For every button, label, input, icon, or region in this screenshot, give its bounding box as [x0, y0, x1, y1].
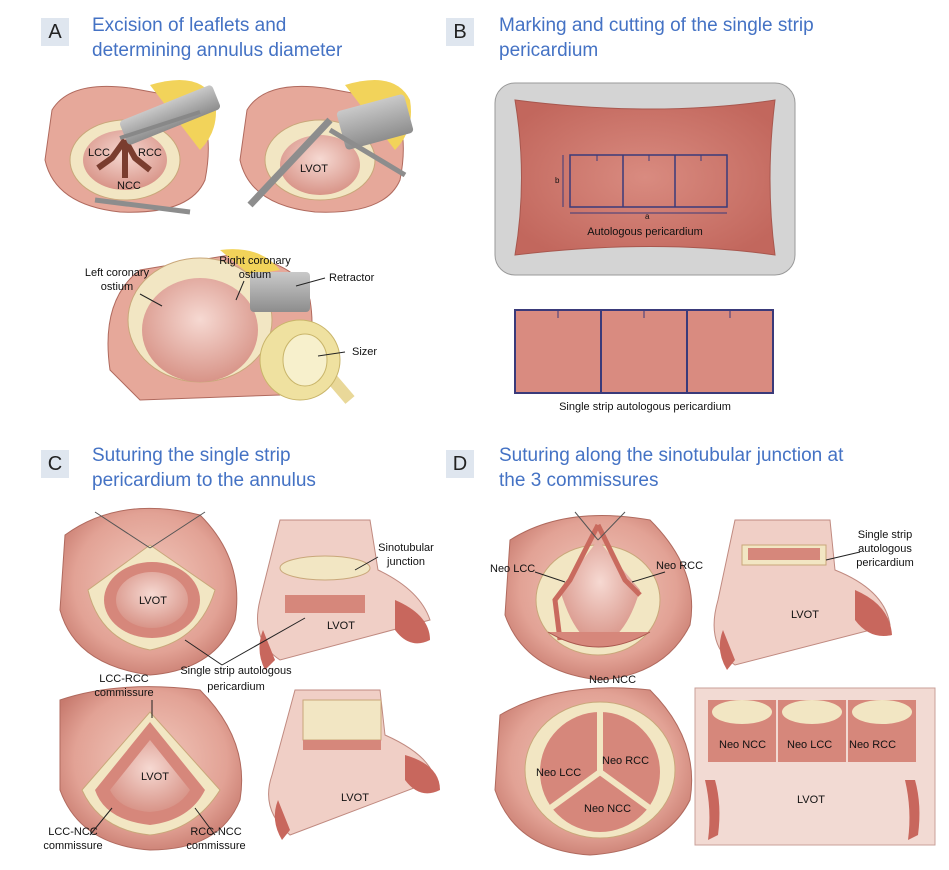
panel-letter-b: B [446, 18, 474, 46]
label-neo-lcc: Neo LCC [490, 563, 536, 575]
label-neo-lcc-2: Neo LCC [536, 767, 582, 779]
neo-cusps-top-view-2 [494, 687, 693, 856]
panel-a-illustration [44, 80, 414, 404]
annulus-side-view-1 [257, 519, 431, 670]
label-dimension-b: b [555, 176, 560, 185]
label-neo-rcc: Neo RCC [656, 560, 704, 572]
leader-sizer [317, 351, 346, 357]
label-right-coronary-ostium-2: ostium [238, 269, 272, 281]
panel-b-title-line2: pericardium [499, 40, 599, 61]
opened-aorta-neo-cusps [694, 687, 936, 846]
panel-d-title-line2: the 3 commissures [499, 470, 659, 491]
label-rcc-ncc-commissure-1: RCC-NCC [190, 826, 242, 838]
leader-retractor [295, 277, 326, 287]
aortic-root-sizer [107, 249, 355, 404]
label-autologous-pericardium: Autologous pericardium [587, 226, 703, 238]
panel-d-illustration [494, 511, 936, 856]
label-rcc-ncc-commissure-2: commissure [186, 840, 246, 852]
label-lvot-d2: LVOT [797, 794, 825, 806]
annulus-top-view-1 [59, 507, 238, 676]
label-neo-rcc-2: Neo RCC [602, 755, 650, 767]
label-lvot-d1: LVOT [791, 609, 819, 621]
panel-b-illustration [494, 82, 796, 394]
panel-c-title-line1: Suturing the single strip [92, 445, 291, 466]
panel-a-title-line1: Excision of leaflets and [92, 15, 287, 36]
panel-a-title-line2: determining annulus diameter [92, 40, 343, 61]
label-lcc-ncc-commissure-2: commissure [43, 840, 103, 852]
leader-left-coronary [139, 293, 163, 307]
label-single-strip-d-2: autologous [858, 543, 912, 555]
panel-letter-c: C [41, 450, 69, 478]
label-ncc: NCC [117, 180, 141, 192]
panel-c-illustration [59, 507, 440, 851]
label-single-strip-c-2: pericardium [207, 681, 265, 693]
label-lcc-rcc-commissure-2: commissure [94, 687, 154, 699]
label-rcc: RCC [138, 147, 162, 159]
single-strip-pericardium [514, 309, 774, 394]
label-neo-ncc: Neo NCC [589, 674, 637, 686]
label-lcc: LCC [88, 147, 111, 159]
label-dimension-a: a [645, 212, 650, 221]
annulus-side-view-2 [268, 689, 440, 840]
label-sinotubular-1: Sinotubular [378, 542, 434, 554]
label-left-coronary-ostium-2: ostium [100, 281, 134, 293]
label-single-strip-d-1: Single strip [857, 529, 913, 541]
leader-right-coronary [235, 280, 245, 301]
label-single-strip-autologous-pericardium: Single strip autologous pericardium [559, 401, 731, 413]
label-left-coronary-ostium-1: Left coronary [84, 267, 150, 279]
neo-cusps-side-view [713, 519, 892, 670]
label-lcc-rcc-commissure-1: LCC-RCC [99, 673, 149, 685]
label-lvot-a: LVOT [300, 163, 328, 175]
panel-d-title-line1: Suturing along the sinotubular junction … [499, 445, 844, 466]
label-lcc-ncc-commissure-1: LCC-NCC [48, 826, 98, 838]
label-neo-ncc-2: Neo NCC [584, 803, 632, 815]
label-lvot-c1: LVOT [139, 595, 167, 607]
label-sinotubular-2: junction [387, 556, 425, 568]
panel-c-title-line2: pericardium to the annulus [92, 470, 316, 491]
neo-cusps-top-view-1 [504, 511, 693, 681]
label-lvot-c2: LVOT [327, 620, 355, 632]
panel-letter-a: A [41, 18, 69, 46]
label-right-coronary-ostium-1: Right coronary [219, 255, 291, 267]
label-single-strip-d-3: pericardium [856, 557, 914, 569]
label-lvot-c4: LVOT [341, 792, 369, 804]
aortic-root-excision-left [44, 80, 221, 215]
aortic-root-excision-right [239, 80, 414, 213]
label-neo-lcc-3: Neo LCC [787, 739, 833, 751]
marking-rectangle [562, 154, 728, 214]
label-neo-ncc-3: Neo NCC [719, 739, 767, 751]
label-retractor: Retractor [329, 272, 375, 284]
label-single-strip-c-1: Single strip autologous [180, 665, 292, 677]
label-neo-rcc-3: Neo RCC [849, 739, 897, 751]
label-sizer: Sizer [352, 346, 378, 358]
label-lvot-c3: LVOT [141, 771, 169, 783]
panel-b-title-line1: Marking and cutting of the single strip [499, 15, 814, 36]
panel-letter-d: D [446, 450, 474, 478]
